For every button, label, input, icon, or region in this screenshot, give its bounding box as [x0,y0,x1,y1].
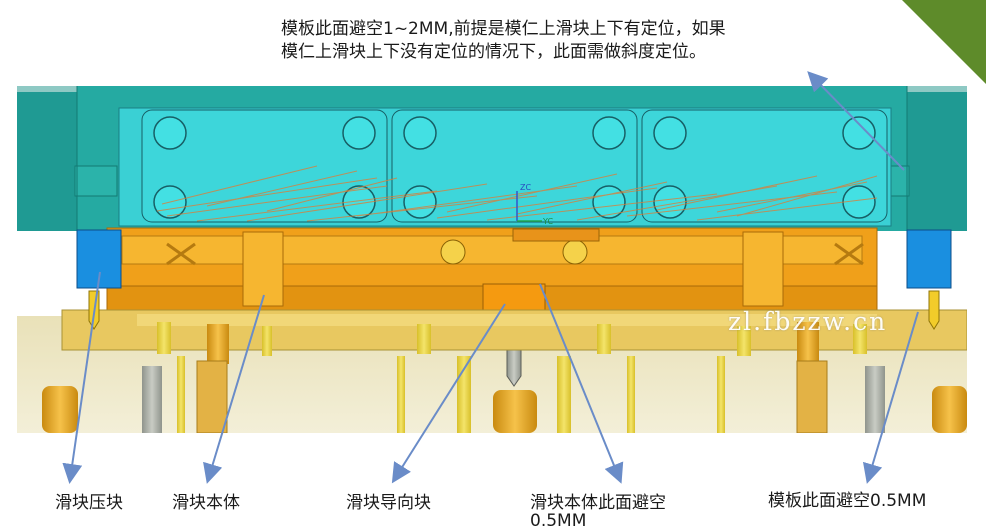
top-note: 模板此面避空1~2MM,前提是模仁上滑块上下有定位，如果 模仁上滑块上下没有定位… [281,18,726,64]
cad-mold-section: ZC YC [17,86,967,433]
mold-insert-row [118,107,892,227]
top-note-line-1: 模板此面避空1~2MM,前提是模仁上滑块上下有定位，如果 [281,19,726,39]
axis-triad: ZC YC [516,183,553,226]
arrow-slider-body-clearance [539,283,624,484]
axis-z-label: ZC [520,183,531,192]
slider-press-block-right [906,229,952,289]
corner-accent [902,0,986,84]
top-note-line-2: 模仁上滑块上下没有定位的情况下，此面需做斜度定位。 [281,42,706,62]
axis-y-label: YC [542,217,553,226]
label-slider-body-clearance-value: 0.5MM [530,511,587,531]
arrow-top-note [807,71,905,171]
watermark: zl.fbzzw.cn [728,307,888,336]
label-slider-body-clearance: 滑块本体此面避空 [530,493,666,513]
arrow-template-clearance [862,311,919,484]
label-template-clearance: 模板此面避空0.5MM [768,491,927,511]
label-slider-body: 滑块本体 [172,493,240,513]
arrow-slider-body [203,294,265,484]
ejector-pins [42,322,967,433]
label-slider-guide-block: 滑块导向块 [346,493,431,513]
label-slider-press-block: 滑块压块 [55,493,123,513]
arrow-slider-guide-block [391,303,506,484]
arrow-slider-press-block [62,271,101,484]
